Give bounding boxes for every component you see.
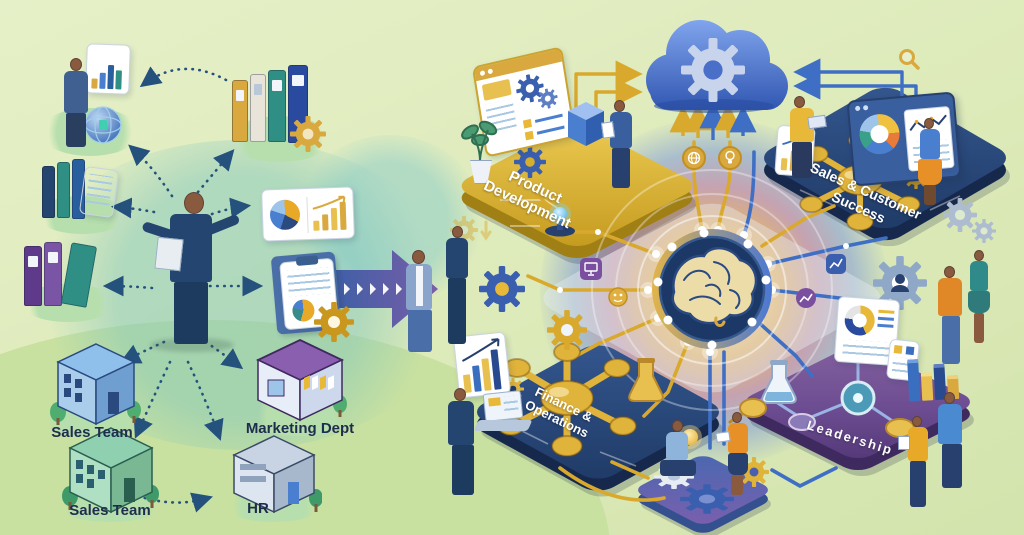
bar bbox=[115, 70, 122, 90]
magnifier-icon bbox=[899, 49, 920, 70]
person-leadership-tablet bbox=[898, 416, 940, 512]
bar bbox=[99, 72, 106, 89]
magnifier-node-icon bbox=[728, 398, 767, 424]
divider bbox=[306, 197, 309, 234]
building-sales-team-2 bbox=[62, 427, 159, 514]
flask-leadership bbox=[761, 360, 797, 404]
laptop bbox=[715, 431, 731, 443]
books-document-group bbox=[40, 156, 124, 228]
person-presenter-topleft bbox=[52, 58, 100, 150]
ai-brain-hub bbox=[591, 169, 833, 411]
potted-plant bbox=[458, 116, 502, 188]
binder bbox=[24, 246, 42, 306]
brain-icon bbox=[671, 247, 758, 327]
binders-group bbox=[232, 60, 328, 154]
network-sphere-icon bbox=[84, 106, 122, 144]
clipboard-clip bbox=[295, 255, 319, 266]
chart-badge-purple-icon bbox=[796, 288, 816, 308]
label-sales-team-1: Sales Team bbox=[51, 424, 133, 441]
globe-icon bbox=[682, 146, 706, 170]
check-square bbox=[524, 130, 534, 141]
lightbulb-icon bbox=[718, 146, 742, 170]
purple-binders-group bbox=[22, 234, 108, 310]
finance-chart-screen bbox=[452, 331, 512, 399]
cloud-gear-icon bbox=[646, 20, 788, 113]
gear-icon bbox=[536, 86, 560, 111]
report-lines bbox=[286, 267, 332, 297]
binder bbox=[60, 242, 98, 308]
donut-chart-icon bbox=[843, 304, 876, 337]
person-sales-laptop bbox=[778, 96, 827, 180]
person-bottom-laptop bbox=[715, 412, 760, 500]
check-line bbox=[536, 125, 565, 135]
person-sales-dashboard bbox=[908, 118, 952, 206]
binder bbox=[268, 70, 286, 142]
skirt bbox=[968, 291, 990, 313]
person-gear-interact bbox=[930, 266, 972, 368]
tablet bbox=[898, 436, 910, 450]
label-sales-team-2: Sales Team bbox=[69, 502, 151, 519]
person-leadership-man bbox=[928, 392, 974, 490]
person-finance-laptop bbox=[436, 388, 488, 496]
chart-badge-blue-icon bbox=[826, 254, 846, 274]
donut-chart-icon bbox=[857, 112, 902, 156]
binder bbox=[250, 74, 266, 142]
tablet bbox=[600, 121, 616, 139]
person-casual-center bbox=[392, 250, 444, 352]
skirt bbox=[728, 453, 748, 475]
skirt bbox=[918, 159, 942, 185]
window-dot bbox=[854, 105, 861, 112]
papers bbox=[154, 236, 184, 272]
person-presenter-main bbox=[140, 192, 244, 352]
monitor-icon bbox=[580, 258, 602, 280]
gear-icon bbox=[314, 302, 354, 342]
building-sales-team-1 bbox=[50, 343, 141, 426]
flask-finance bbox=[628, 358, 664, 402]
gold-dot-badge-icon bbox=[608, 287, 628, 307]
book bbox=[57, 162, 70, 218]
building-hr bbox=[232, 435, 322, 514]
book bbox=[42, 166, 55, 218]
bar bbox=[107, 65, 115, 90]
pie-chart-icon bbox=[269, 199, 301, 231]
binder bbox=[44, 242, 62, 306]
document bbox=[78, 165, 120, 219]
window-dot bbox=[862, 105, 869, 111]
check-line bbox=[534, 113, 563, 123]
pie-chart-icon bbox=[291, 298, 316, 323]
cube-icon bbox=[568, 102, 604, 146]
person-far-right bbox=[962, 250, 998, 348]
plant-pot bbox=[470, 160, 492, 184]
person-product-platform bbox=[598, 100, 642, 192]
gear-icon bbox=[290, 116, 326, 152]
label-hr: HR bbox=[247, 500, 269, 517]
label-marketing-dept: Marketing Dept bbox=[245, 420, 355, 437]
platform-product-development bbox=[461, 126, 697, 264]
person-finance-upper bbox=[438, 226, 478, 348]
binder bbox=[232, 80, 248, 142]
laptop bbox=[807, 114, 827, 130]
check-square bbox=[522, 118, 532, 129]
building-marketing-dept bbox=[255, 339, 347, 422]
clipboard-group bbox=[266, 246, 356, 342]
product-orb-node bbox=[534, 192, 575, 237]
dashboard-panel bbox=[261, 186, 355, 242]
content-block bbox=[481, 78, 512, 101]
person-sitting-gear bbox=[652, 420, 702, 492]
bar-chart-icon bbox=[310, 194, 351, 235]
